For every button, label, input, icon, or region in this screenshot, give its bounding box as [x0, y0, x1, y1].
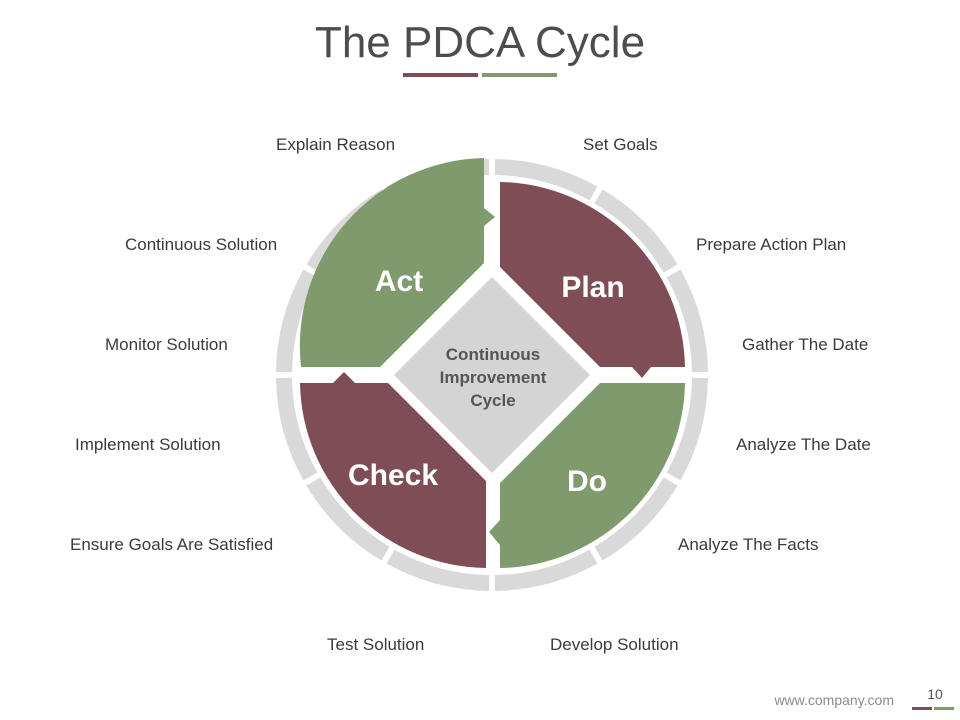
center-text-line-3: Cycle [470, 391, 515, 410]
label-prepare-action-plan: Prepare Action Plan [696, 235, 847, 254]
center-text-line-1: Continuous [446, 345, 540, 364]
ring-segment [594, 477, 678, 561]
label-monitor-solution: Monitor Solution [105, 335, 228, 354]
check-quadrant [300, 372, 486, 568]
ring-segment [306, 477, 390, 561]
ring-segment [386, 549, 490, 591]
title-accent-bar-right [482, 73, 557, 77]
center-diamond [394, 277, 590, 473]
title-accent-bar-left [403, 73, 478, 77]
page-accent-bar-right [934, 707, 954, 710]
label-gather-the-date: Gather The Date [742, 335, 869, 354]
label-explain-reason: Explain Reason [276, 135, 396, 154]
label-ensure-goals: Ensure Goals Are Satisfied [70, 535, 274, 554]
label-continuous-solution: Continuous Solution [125, 235, 278, 254]
label-analyze-the-facts: Analyze The Facts [678, 535, 819, 554]
ring-segment [666, 269, 708, 373]
label-analyze-the-date: Analyze The Date [736, 435, 871, 454]
ring-segment [494, 549, 598, 591]
label-implement-solution: Implement Solution [75, 435, 221, 454]
do-label: Do [567, 465, 607, 498]
act-label: Act [375, 265, 423, 298]
act-quadrant [299, 158, 495, 367]
ring-segment [276, 377, 318, 481]
page-accent-bar-left [912, 707, 932, 710]
page-title: The PDCA Cycle [314, 18, 646, 67]
footer-url: www.company.com [774, 692, 894, 708]
do-quadrant [489, 383, 685, 568]
center-text-line-2: Improvement [440, 368, 547, 387]
label-test-solution: Test Solution [327, 635, 425, 654]
ring-segment [594, 189, 678, 273]
plan-quadrant [500, 182, 685, 378]
label-set-goals: Set Goals [583, 135, 658, 154]
ring-segment [494, 159, 598, 201]
label-develop-solution: Develop Solution [550, 635, 679, 654]
ring-segment [666, 377, 708, 481]
plan-label: Plan [561, 271, 624, 304]
page-number: 10 [927, 686, 943, 702]
check-label: Check [348, 459, 438, 492]
